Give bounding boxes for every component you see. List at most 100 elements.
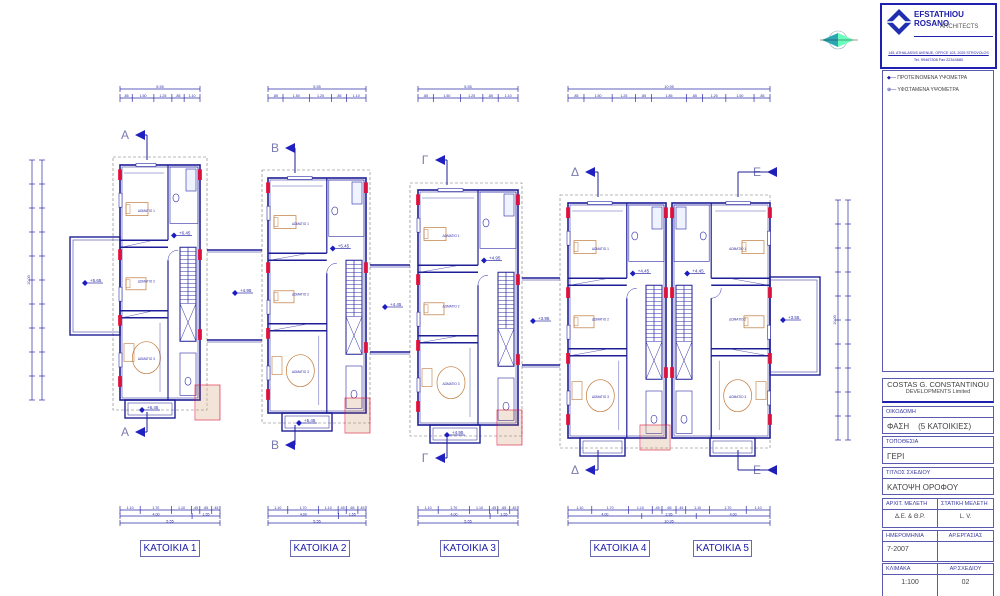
legend-item-proposed: ◆— ΠΡΟΤΕΙΝΟΜΕΝΑ ΥΨΟΜΕΤΡΑ <box>887 75 967 81</box>
timber-deck <box>344 397 371 434</box>
exterior-wall-inner <box>673 204 769 437</box>
toilet-icon <box>482 218 490 228</box>
bottom-dimension-45-value: 1.10 <box>694 506 701 510</box>
location-field: ΤΟΠΟΘΕΣΙΑ ΓΕΡΙ <box>882 436 994 464</box>
structural-column <box>364 262 368 273</box>
window <box>135 163 157 167</box>
hall-level: +6.45 <box>179 231 191 236</box>
level-marker-icon <box>232 290 238 296</box>
right-dimension-total: 10.00 <box>833 315 837 325</box>
bottom-dimension-3-value: 1.10 <box>425 506 432 510</box>
top-dimension-45-total: 10.95 <box>664 85 674 89</box>
wardrobe-mark <box>269 253 310 261</box>
top-dimension-1-value: 1.10 <box>189 94 196 98</box>
bottom-dimension-45-sub: 2.95 <box>666 512 673 516</box>
wardrobe-mark <box>728 278 769 286</box>
window <box>725 201 751 205</box>
window <box>287 176 313 180</box>
top-dimension-45-value: 1.25 <box>711 94 718 98</box>
top-dimension-2-value: 1.25 <box>317 94 324 98</box>
top-dimension-45-value: .85 <box>692 94 697 98</box>
unit-label-4: KATOIKIA 4 <box>590 540 650 557</box>
structural-column <box>566 353 570 364</box>
room-label: ΔΩΜΑΤΙΟ 2 <box>138 280 155 284</box>
firm-subtitle: ARCHITECTS <box>940 24 979 30</box>
scale-caption: ΚΛΙΜΑΚΑ <box>883 564 937 575</box>
structural-column <box>198 249 202 260</box>
top-dimension-3-value: 1.10 <box>505 94 512 98</box>
terrace-right <box>769 276 821 376</box>
wardrobe <box>123 343 135 362</box>
wardrobe-mark <box>269 323 310 331</box>
pillow <box>423 229 429 239</box>
top-dimension-2-total: 5.55 <box>313 85 320 89</box>
wardrobe <box>421 368 433 387</box>
structural-column <box>118 249 122 260</box>
wc <box>179 352 197 396</box>
room-label: ΔΩΜΑΤΙΟ 3 <box>592 395 609 399</box>
top-dimension-2-value: 1.50 <box>293 94 300 98</box>
top-dimension-45-value: 1.85 <box>666 94 673 98</box>
level-between-1-2: +4.95 <box>240 288 252 293</box>
exterior-wall <box>417 189 519 426</box>
balcony <box>579 437 626 457</box>
bathtub <box>675 206 687 230</box>
level-marker-icon <box>296 420 302 426</box>
structural-column <box>670 207 674 219</box>
bottom-dimension-45-value: .45 <box>678 506 683 510</box>
structural-column <box>198 169 202 181</box>
location-caption: ΤΟΠΟΘΕΣΙΑ <box>883 437 993 448</box>
exterior-wall-inner <box>269 179 365 412</box>
unit-label-5: KATOIKIA 5 <box>693 540 752 557</box>
section-arrow-icon <box>585 167 595 177</box>
structural-column <box>416 194 420 206</box>
bottom-dimension-3-value: .45 <box>491 506 496 510</box>
window <box>118 286 123 302</box>
bottom-dimension-45-sub: 4.00 <box>601 512 608 516</box>
hall-level: +4.45 <box>692 269 704 274</box>
building-caption: ΟΙΚΟΔΟΜΗ <box>883 407 993 418</box>
structural-column <box>664 367 668 378</box>
structural-column <box>198 329 202 340</box>
exterior-wall-inner <box>121 166 199 399</box>
building-field: ΟΙΚΟΔΟΜΗ ΦΑΣΗ (5 ΚΑΤΟΙΚΙΕΣ) <box>882 406 994 434</box>
section-label: Δ <box>571 463 579 477</box>
section-arrow-icon <box>585 465 595 475</box>
timber-deck <box>639 424 671 451</box>
bottom-dimension-2-sub: 1.55 <box>349 512 356 516</box>
building-value: ΦΑΣΗ (5 ΚΑΤΟΙΚΙΕΣ) <box>887 422 972 431</box>
structural-column <box>118 376 122 387</box>
top-dimension-45-value: 1.50 <box>595 94 602 98</box>
bottom-dimension-45-sub: 4.00 <box>730 512 737 516</box>
level-marker-icon <box>444 432 450 438</box>
wardrobe-mark <box>569 348 610 356</box>
exterior-wall <box>567 202 667 439</box>
structural-column <box>266 262 270 273</box>
window <box>416 311 421 327</box>
bottom-dimension-45-value: 1.70 <box>724 506 731 510</box>
client-box: COSTAS G. CONSTANTINOU DEVELOPMENTS Limi… <box>882 378 994 403</box>
section-arrow-icon <box>135 130 145 140</box>
bottom-dimension-45-value: 1.10 <box>755 506 762 510</box>
section-label: Δ <box>571 165 579 179</box>
wardrobe-mark <box>121 240 154 248</box>
top-dimension-3-value: .85 <box>423 94 428 98</box>
top-dimension-2-value: .85 <box>337 94 342 98</box>
study-field: ΑΡΧΙΤ. ΜΕΛΕΤΗ Δ.Ε. & Θ.Ρ. ΣΤΑΤΙΚΗ ΜΕΛΕΤΗ… <box>882 498 994 528</box>
level-terrace-left: +5.65 <box>90 278 102 283</box>
room-label: ΔΩΜΑΤΙΟ 1 <box>292 222 309 226</box>
firm-address: 145, ATHALASSIS AVENUE, OFFICE 103, 2025… <box>888 51 989 55</box>
pillow <box>273 292 279 302</box>
date-field: ΗΜΕΡΟΜΗΝΙΑ 7-2007 ΑΡ.ΕΡΓΑΣΙΑΣ <box>882 530 994 562</box>
window <box>416 377 421 393</box>
bottom-dimension-1-value: 1.10 <box>178 506 185 510</box>
legend-box: ◆— ΠΡΟΤΕΙΝΟΜΕΝΑ ΥΨΟΜΕΤΡΑ ⊕— ΥΦΙΣΤΑΜΕΝΑ Υ… <box>882 70 994 372</box>
balcony-inner <box>432 427 478 441</box>
bottom-dimension-1-total: 5.55 <box>166 519 173 523</box>
wardrobe <box>271 356 283 375</box>
arch-caption: ΑΡΧΙΤ. ΜΕΛΕΤΗ <box>883 499 937 510</box>
section-label: Γ <box>422 153 429 167</box>
balcony-inner <box>127 402 173 416</box>
top-dimension-3-value: 1.25 <box>468 94 475 98</box>
